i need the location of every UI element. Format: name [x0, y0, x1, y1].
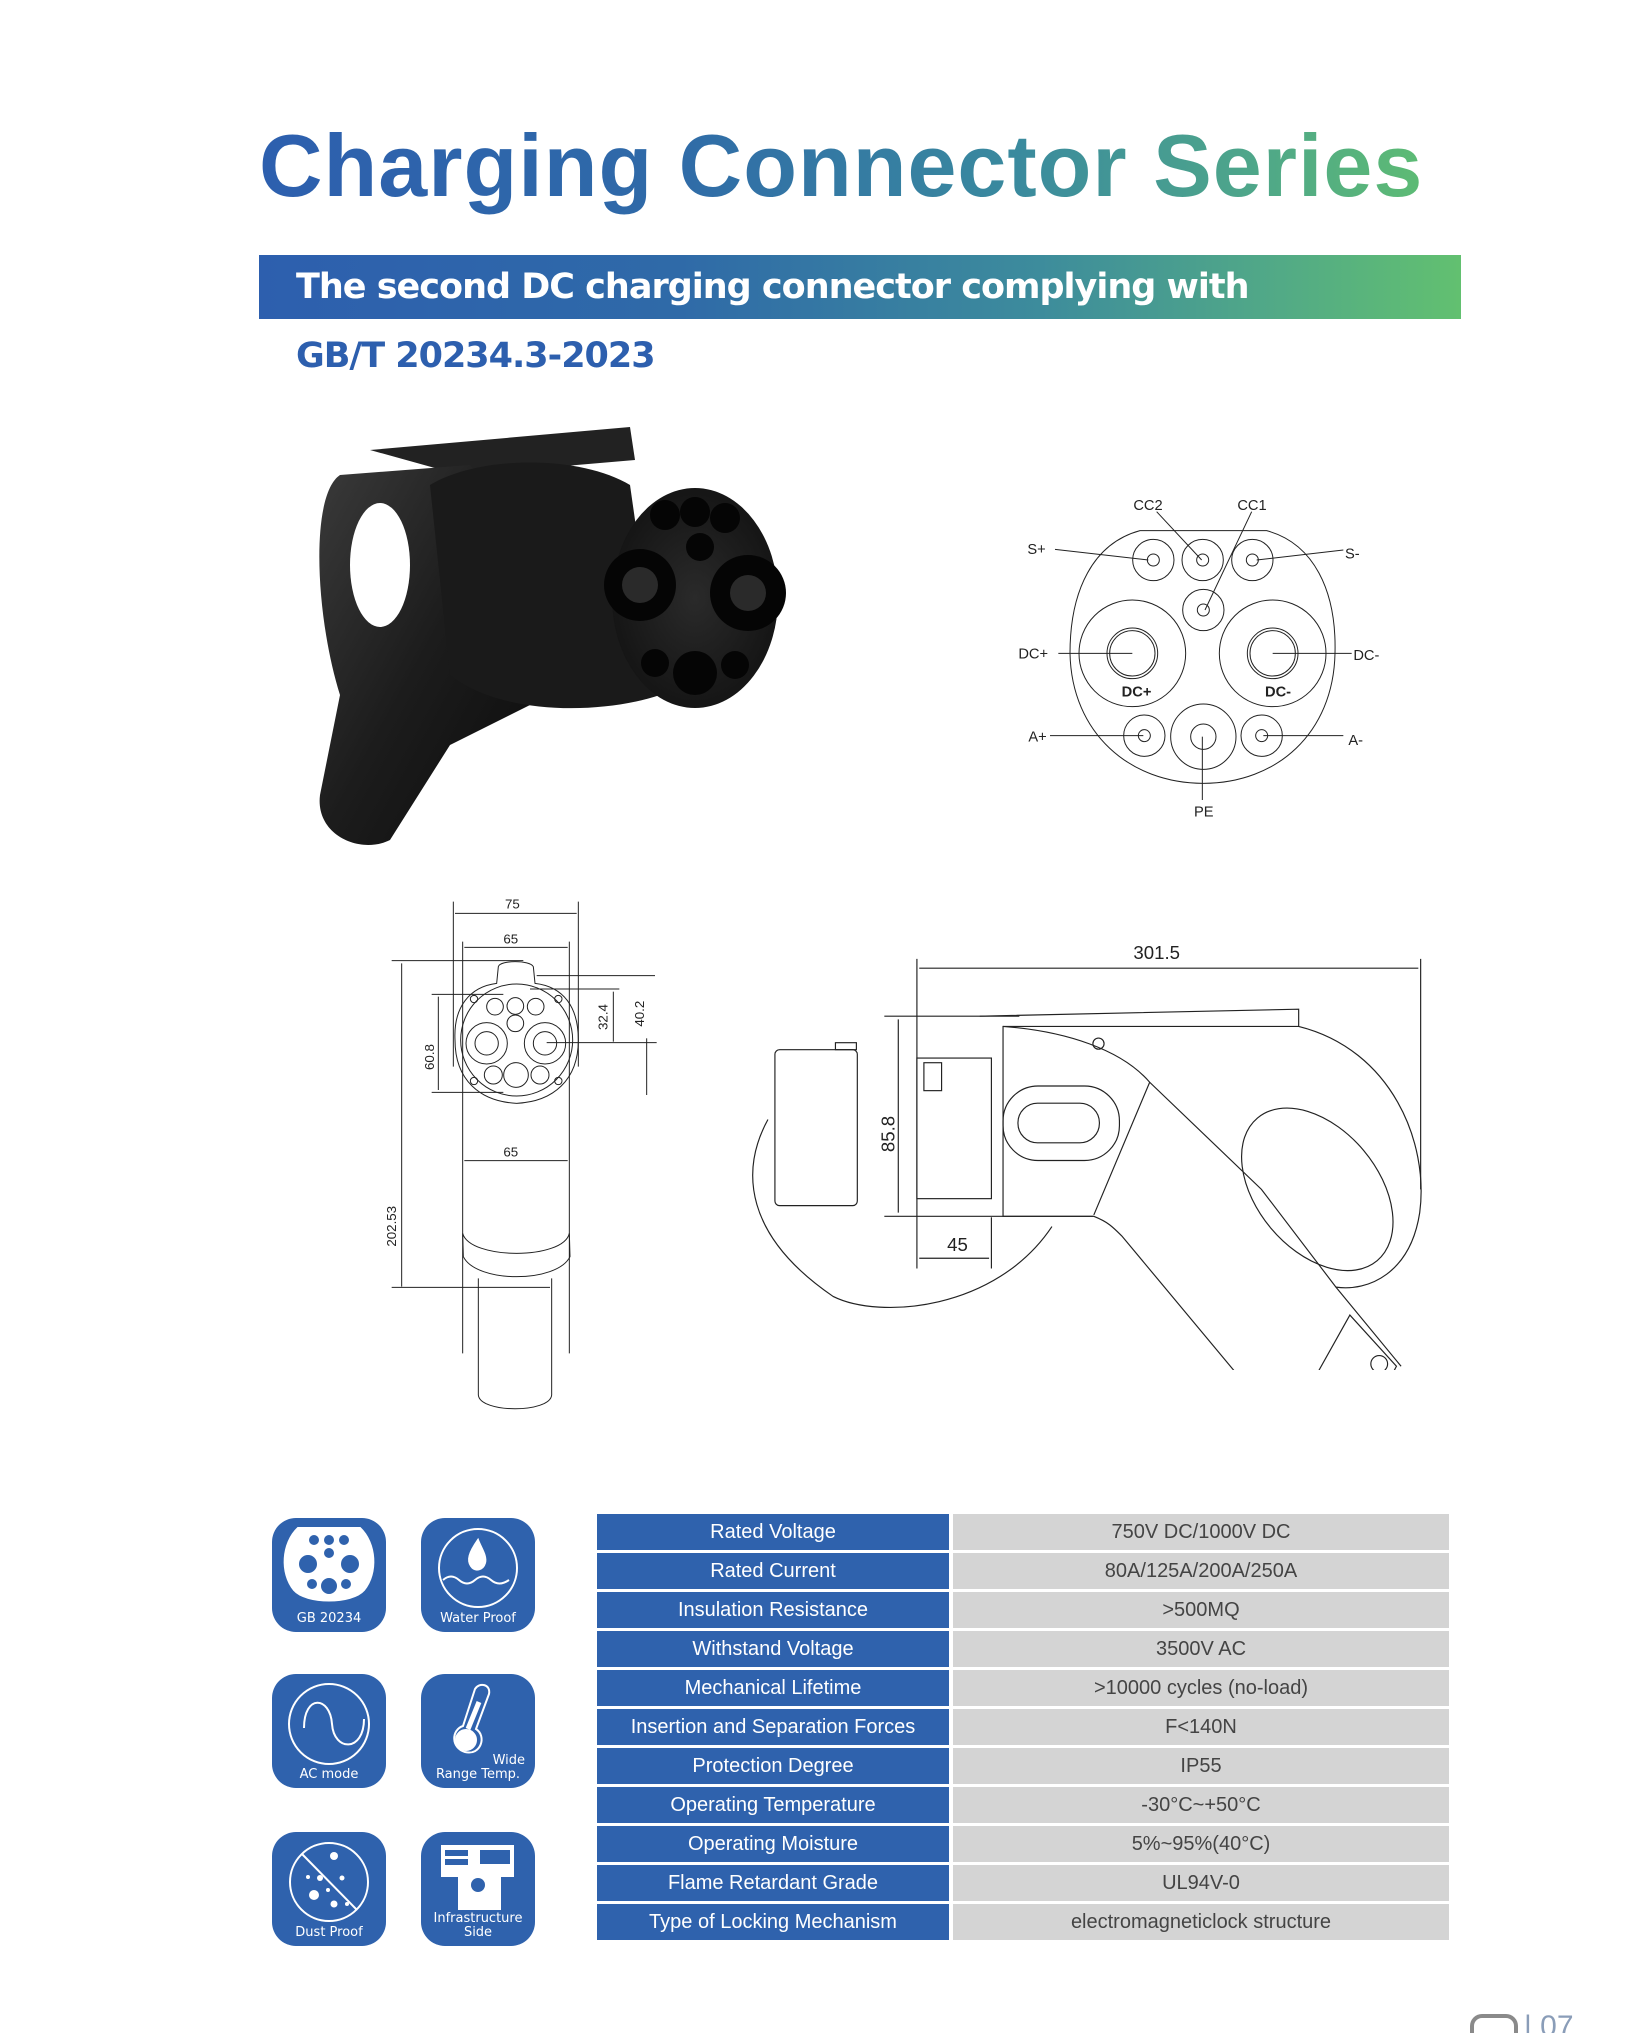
pin-label-pe: PE	[1194, 805, 1214, 820]
spec-value: 80A/125A/200A/250A	[953, 1553, 1449, 1589]
water-proof-icon: Water Proof	[421, 1518, 535, 1632]
spec-name: Mechanical Lifetime	[597, 1670, 949, 1706]
spec-value: electromagneticlock structure	[953, 1904, 1449, 1940]
spec-name: Insertion and Separation Forces	[597, 1709, 949, 1745]
icon-label: GB 20234	[296, 1611, 362, 1626]
spec-value: UL94V-0	[953, 1865, 1449, 1901]
pin-label-cc2: CC2	[1133, 498, 1162, 514]
icon-label-2: Range Temp.	[435, 1767, 521, 1782]
page-number-text: | 07	[1524, 2010, 1574, 2033]
dim-length-301-5: 301.5	[1133, 942, 1180, 963]
dim-width-65-top: 65	[503, 931, 518, 946]
wide-range-temp-icon: Wide Range Temp.	[421, 1674, 535, 1788]
infrastructure-side-icon: Infrastructure Side	[421, 1832, 535, 1946]
spec-row: Insulation Resistance>500MQ	[597, 1592, 1449, 1628]
pin-label-cc1: CC1	[1237, 498, 1266, 514]
icon-label: AC mode	[299, 1767, 359, 1782]
page-title: Charging Connector Series	[259, 116, 1424, 215]
spec-value: 750V DC/1000V DC	[953, 1514, 1449, 1550]
spec-name: Flame Retardant Grade	[597, 1865, 949, 1901]
spec-name: Operating Temperature	[597, 1787, 949, 1823]
spec-value: >500MQ	[953, 1592, 1449, 1628]
icon-label: Infrastructure	[433, 1911, 523, 1926]
spec-name: Withstand Voltage	[597, 1631, 949, 1667]
dim-height-85-8: 85.8	[878, 1116, 899, 1152]
spec-name: Type of Locking Mechanism	[597, 1904, 949, 1940]
spec-value: IP55	[953, 1748, 1449, 1784]
gb20234-icon: GB 20234	[272, 1518, 386, 1632]
pin-label-dc-plus: DC+	[1018, 646, 1048, 662]
icon-label: Wide	[492, 1753, 525, 1768]
icon-label: Water Proof	[440, 1611, 516, 1626]
dim-width-45: 45	[947, 1234, 968, 1255]
spec-value: 5%~95%(40°C)	[953, 1826, 1449, 1862]
spec-value: >10000 cycles (no-load)	[953, 1670, 1449, 1706]
standard-label: GB/T 20234.3-2023	[296, 336, 656, 376]
side-dimension-drawing: 301.5 85.8 45	[752, 942, 1422, 1370]
pin-label-s-plus: S+	[1027, 542, 1045, 558]
spec-name: Rated Current	[597, 1553, 949, 1589]
banner-text: The second DC charging connector complyi…	[296, 267, 1249, 307]
spec-value: 3500V AC	[953, 1631, 1449, 1667]
dust-proof-icon: Dust Proof	[272, 1832, 386, 1946]
pin-layout-diagram: CC2 CC1 S+ S- DC+ DC- A+ A- PE DC+ DC-	[1018, 498, 1379, 820]
subtitle-banner: The second DC charging connector complyi…	[259, 255, 1461, 319]
pin-label-a-plus: A+	[1028, 730, 1046, 746]
connector-product-photo	[319, 427, 786, 845]
spec-row: Operating Temperature-30°C~+50°C	[597, 1787, 1449, 1823]
spec-value: F<140N	[953, 1709, 1449, 1745]
page-number: | 07	[1470, 2010, 1574, 2033]
dim-height-60-8: 60.8	[422, 1044, 437, 1070]
icon-label: Dust Proof	[295, 1925, 363, 1940]
spec-name: Operating Moisture	[597, 1826, 949, 1862]
dim-height-40-2: 40.2	[632, 1001, 647, 1027]
dim-height-32-4: 32.4	[595, 1003, 610, 1030]
front-dimension-drawing: 75 65 65 32.4 40.2 60.8 202.53	[384, 896, 657, 1410]
spec-value: -30°C~+50°C	[953, 1787, 1449, 1823]
pin-label-a-minus: A-	[1348, 733, 1363, 749]
pin-inner-dc-minus: DC-	[1265, 685, 1291, 701]
dim-width-65-body: 65	[503, 1145, 518, 1160]
spec-name: Rated Voltage	[597, 1514, 949, 1550]
icon-label-2: Side	[463, 1925, 493, 1940]
spec-name: Protection Degree	[597, 1748, 949, 1784]
dim-height-202-53: 202.53	[384, 1206, 399, 1247]
pin-label-dc-minus: DC-	[1353, 648, 1379, 664]
pin-label-s-minus: S-	[1345, 546, 1360, 562]
ac-mode-icon: AC mode	[272, 1674, 386, 1788]
brand-logo-icon	[1470, 2014, 1518, 2033]
dim-width-75: 75	[505, 896, 520, 911]
spec-name: Insulation Resistance	[597, 1592, 949, 1628]
spec-row: Mechanical Lifetime>10000 cycles (no-loa…	[597, 1670, 1449, 1706]
pin-inner-dc-plus: DC+	[1122, 685, 1152, 701]
